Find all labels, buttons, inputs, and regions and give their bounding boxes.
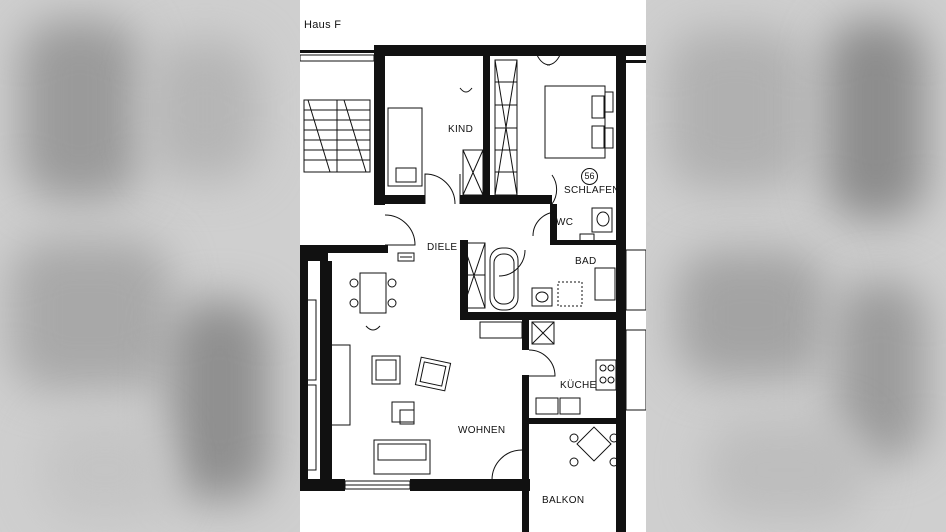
unit-number-badge: 56: [581, 168, 598, 185]
windows: [300, 54, 646, 490]
blurred-backdrop-left: [0, 0, 300, 532]
room-label-diele: DIELE: [427, 242, 458, 253]
plan-title: Haus F: [304, 19, 342, 31]
furniture: [329, 85, 619, 475]
room-label-schlafen: SCHLAFEN: [564, 185, 620, 196]
room-label-balkon: BALKON: [542, 495, 585, 506]
door-swings: [384, 49, 563, 481]
stairwell: [303, 99, 371, 173]
room-label-bad: BAD: [575, 256, 597, 267]
room-label-wc: WC: [556, 217, 574, 228]
room-label-wohnen: WOHNEN: [458, 425, 506, 436]
blurred-backdrop-right: [646, 0, 946, 532]
floor-plan: Haus F KIND 56 SCHLAFEN WC DIELE BAD KÜC…: [300, 0, 646, 532]
floor-plan-drawing: [300, 45, 646, 532]
room-label-kind: KIND: [448, 124, 474, 135]
room-label-kueche: KÜCHE: [560, 380, 597, 391]
wardrobes: [462, 59, 555, 345]
